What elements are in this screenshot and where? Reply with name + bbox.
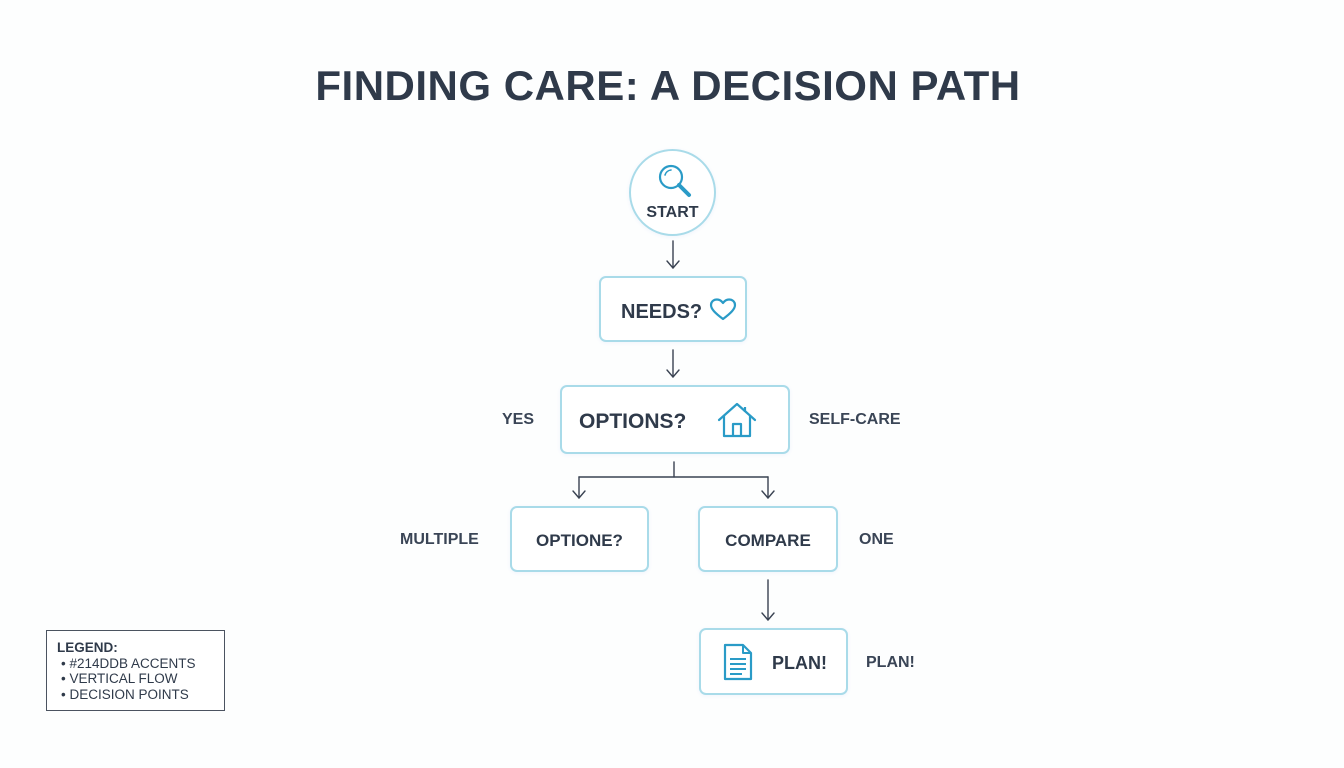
optione-label: OPTIONE? bbox=[536, 531, 623, 550]
legend-item: • DECISION POINTS bbox=[61, 686, 189, 702]
document-icon bbox=[721, 643, 755, 686]
options-label: OPTIONS? bbox=[579, 410, 687, 433]
arrow-options-branch bbox=[572, 461, 775, 499]
compare-node: COMPARE bbox=[698, 506, 838, 572]
self-care-label: SELF-CARE bbox=[809, 411, 901, 428]
legend-item-text: DECISION POINTS bbox=[69, 686, 189, 702]
optione-node: OPTIONE? bbox=[510, 506, 649, 572]
heart-icon bbox=[709, 298, 737, 327]
multiple-label: MULTIPLE bbox=[400, 531, 479, 548]
needs-node: NEEDS? bbox=[599, 276, 747, 342]
needs-label: NEEDS? bbox=[621, 301, 703, 323]
legend-item-text: VERTICAL FLOW bbox=[69, 671, 178, 686]
arrow-start-to-needs bbox=[666, 240, 680, 269]
options-node: OPTIONS? bbox=[560, 385, 790, 454]
start-node: START bbox=[629, 149, 716, 236]
plan-label: PLAN! bbox=[772, 653, 827, 673]
yes-label: YES bbox=[502, 411, 535, 428]
start-label: START bbox=[646, 204, 699, 221]
plan-node: PLAN! bbox=[699, 628, 848, 695]
magnifying-glass-icon bbox=[655, 161, 695, 206]
house-icon bbox=[716, 401, 758, 444]
legend-item-text: #214DDB ACCENTS bbox=[69, 655, 196, 671]
legend-item: • #214DDB ACCENTS bbox=[61, 655, 196, 671]
one-label: ONE bbox=[859, 531, 894, 548]
arrow-compare-to-plan bbox=[761, 579, 775, 621]
legend: LEGEND: • #214DDB ACCENTS • VERTICAL FLO… bbox=[46, 630, 225, 711]
compare-label: COMPARE bbox=[725, 531, 811, 550]
diagram-title: FINDING CARE: A DECISION PATH bbox=[315, 62, 1021, 109]
legend-item: • VERTICAL FLOW bbox=[61, 671, 178, 686]
plan-side-label: PLAN! bbox=[866, 654, 915, 671]
legend-title: LEGEND: bbox=[57, 640, 118, 655]
arrow-needs-to-options bbox=[666, 349, 680, 378]
